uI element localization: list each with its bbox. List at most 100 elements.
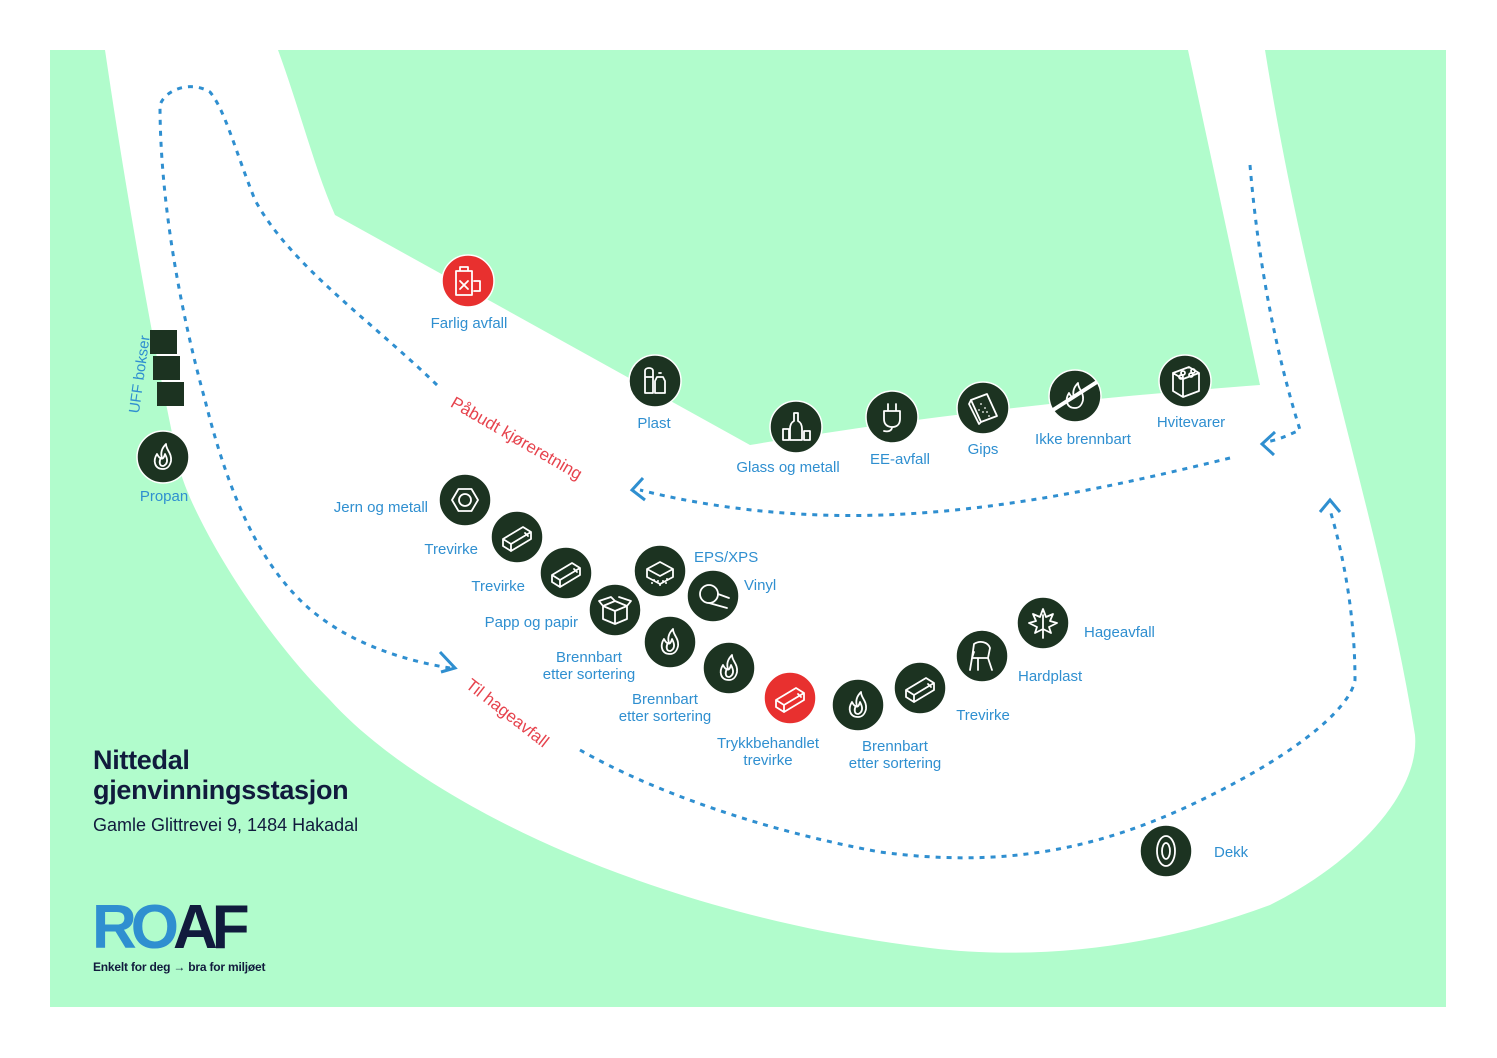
station-disc	[955, 629, 1009, 683]
station-ikke-brennbart	[1048, 369, 1102, 423]
station-disc	[588, 583, 642, 637]
station-brennbart-2	[702, 641, 756, 695]
station-disc	[956, 381, 1010, 435]
arrowhead-left	[629, 476, 646, 502]
route-bottom	[579, 509, 1357, 860]
route-lines	[158, 85, 1357, 860]
station-trevirke-3	[893, 661, 947, 715]
label-hardplast: Hardplast	[1018, 668, 1083, 685]
label-vinyl: Vinyl	[744, 577, 777, 594]
label-farlig-avfall: Farlig avfall	[430, 315, 508, 332]
logo-part-ro: RO	[92, 893, 179, 962]
label-propan: Propan	[139, 488, 189, 505]
maple-leaf-icon	[1028, 608, 1058, 639]
foam-block-icon	[646, 561, 674, 586]
site-title: Nittedal gjenvinningsstasjon	[93, 745, 349, 805]
label-trevirke-3: Trevirke	[956, 707, 1010, 724]
station-disc	[763, 671, 817, 725]
station-gips	[956, 381, 1010, 435]
label-trevirke-2: Trevirke	[471, 578, 525, 595]
label-brennbart-2: Brennbart etter sortering	[619, 691, 712, 725]
plastic-bottles-icon	[644, 367, 666, 394]
logo-part-af: AF	[173, 893, 250, 962]
station-disc	[865, 390, 919, 444]
station-trykkbehandlet	[763, 671, 817, 725]
cardboard-box-icon	[598, 596, 632, 625]
flame-icon	[719, 654, 738, 681]
station-glass-og-metall	[769, 400, 823, 454]
station-propan	[136, 430, 190, 484]
label-hvitevarer: Hvitevarer	[1156, 414, 1226, 431]
arrowhead-down	[438, 650, 458, 674]
station-ee-avfall	[865, 390, 919, 444]
route-inner	[639, 456, 1231, 518]
station-disc	[1139, 824, 1193, 878]
roaf-logo: ROAF	[92, 897, 250, 959]
label-plast: Plast	[637, 415, 671, 432]
flame-icon	[848, 691, 867, 718]
tire-icon	[1156, 835, 1176, 867]
station-disc	[893, 661, 947, 715]
arrowhead-up	[1318, 497, 1342, 513]
plasterboard-icon	[968, 393, 998, 425]
wood-plank-icon	[551, 562, 581, 588]
garden-chair-icon	[969, 641, 993, 671]
label-brennbart-1: Brennbart etter sortering	[543, 649, 636, 683]
label-eps-xps: EPS/XPS	[694, 549, 759, 566]
flame-icon	[153, 443, 172, 470]
wood-plank-icon	[502, 526, 532, 552]
label-trykkbehandlet: Trykkbehandlet trevirke	[717, 735, 819, 769]
label-trykkbehandlet-text: Trykkbehandlet trevirke	[717, 735, 819, 769]
site-title-line1: Nittedal	[93, 745, 190, 775]
wood-plank-icon	[775, 687, 805, 713]
station-disc	[438, 473, 492, 527]
label-brennbart-1-line1: Brennbart etter sortering	[542, 649, 636, 683]
station-disc	[539, 546, 593, 600]
flame-icon	[660, 628, 679, 655]
station-trevirke-2	[539, 546, 593, 600]
label-jern-og-metall: Jern og metall	[333, 499, 428, 516]
uff-boxes	[150, 330, 184, 406]
site-title-line2: gjenvinningsstasjon	[93, 775, 349, 805]
station-disc	[769, 400, 823, 454]
label-ee-avfall: EE-avfall	[869, 451, 931, 468]
arrowhead-left-right	[1259, 430, 1277, 457]
route-top-loop	[158, 85, 451, 670]
electric-plug-icon	[883, 403, 901, 433]
label-ikke-brennbart: Ikke brennbart	[1035, 431, 1131, 448]
station-eps-xps	[633, 544, 687, 598]
station-brennbart-1	[643, 615, 697, 669]
station-brennbart-3	[831, 678, 885, 732]
label-glass-og-metall: Glass og metall	[736, 459, 840, 476]
stations-layer	[136, 254, 1212, 878]
station-disc	[686, 569, 740, 623]
station-vinyl	[686, 569, 740, 623]
station-papp-og-papir	[588, 583, 642, 637]
hazard-can-icon	[455, 266, 481, 296]
station-trevirke-1	[490, 510, 544, 564]
logo-slogan: Enkelt for deg → bra for miljøet	[93, 960, 266, 974]
road	[105, 50, 1416, 953]
station-hageavfall	[1016, 596, 1070, 650]
label-brennbart-2-text: Brennbart etter sortering	[618, 691, 712, 725]
stove-icon	[1172, 366, 1200, 398]
glass-bottles-icon	[782, 412, 811, 441]
site-address: Gamle Glittrevei 9, 1484 Hakadal	[93, 815, 359, 835]
route-right	[1248, 164, 1302, 444]
station-farlig-avfall	[441, 254, 495, 308]
station-plast	[628, 354, 682, 408]
station-dekk	[1139, 824, 1193, 878]
vinyl-roll-icon	[699, 584, 730, 609]
station-disc	[490, 510, 544, 564]
station-hardplast	[955, 629, 1009, 683]
label-hageavfall: Hageavfall	[1084, 624, 1155, 641]
station-jern-og-metall	[438, 473, 492, 527]
station-hvitevarer	[1158, 354, 1212, 408]
label-brennbart-3: Brennbart etter sortering	[849, 738, 942, 772]
wood-plank-icon	[905, 677, 935, 703]
no-fire-icon	[1051, 380, 1099, 412]
label-gips: Gips	[967, 441, 999, 458]
label-trevirke-1: Trevirke	[424, 541, 478, 558]
